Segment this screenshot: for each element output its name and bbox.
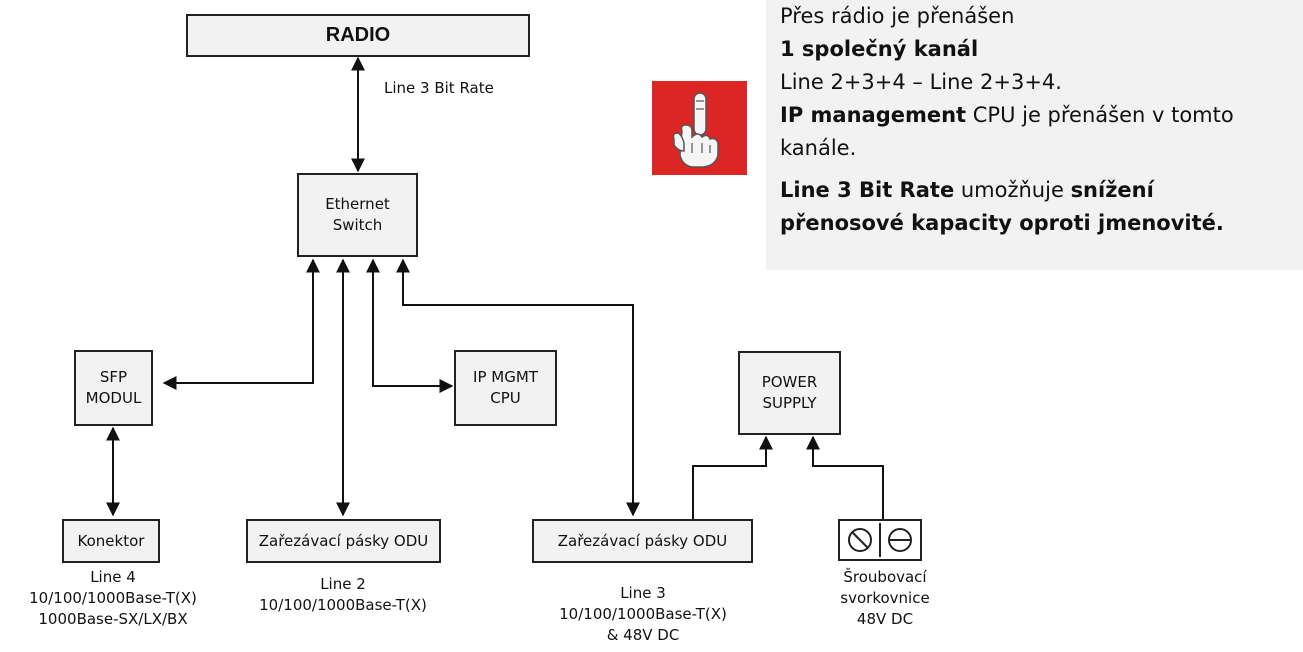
note-line-7: přenosové kapacity oproti jmenovité. [780,211,1224,235]
note-line-4: IP management CPU je přenášen v tomto [780,99,1303,132]
line3-caption: Line 3 10/100/1000Base-T(X) & 48V DC [530,583,756,646]
note-line-3: Line 2+3+4 – Line 2+3+4. [780,70,1062,94]
switch-ipmgmt-link [366,258,454,393]
note-line-6: Line 3 Bit Rate umožňuje snížení [780,174,1303,207]
line2-caption-1: Line 2 [320,575,366,593]
line4-caption-2: 10/100/1000Base-T(X) [29,589,197,607]
radio-box: RADIO [186,14,530,57]
line3-caption-1: Line 3 [620,584,666,602]
line4-caption-3: 1000Base-SX/LX/BX [38,610,188,628]
line2-caption: Line 2 10/100/1000Base-T(X) [240,574,446,616]
screw-terminal-icon [838,519,922,561]
power-label-line2: SUPPLY [762,394,817,412]
line3-caption-3: & 48V DC [606,626,680,644]
konektor-label: Konektor [77,531,145,550]
odu3-power-link [692,435,773,521]
odu-line3-label: Zařezávací pásky ODU [557,531,728,550]
note-line-4-rest: CPU je přenášen v tomto [966,103,1234,127]
ethernet-switch-box: Ethernet Switch [297,173,418,257]
sfp-module-box: SFP MODUL [74,350,153,426]
note-snizeni: snížení [1070,178,1154,202]
terminal-caption-2: svorkovnice [840,589,930,607]
note-line-6-rest: umožňuje [954,178,1071,202]
line2-caption-2: 10/100/1000Base-T(X) [259,596,427,614]
line4-caption-1: Line 4 [90,568,136,586]
note-line-5: kanále. [780,136,857,160]
switch-label-line2: Switch [332,216,383,234]
note-ip-management: IP management [780,103,967,127]
pointing-finger-icon [652,81,747,175]
radio-label: RADIO [325,24,391,46]
terminal-caption-3: 48V DC [856,610,914,628]
ipmgmt-label-line1: IP MGMT [473,368,538,386]
odu-line2-box: Zařezávací pásky ODU [246,519,441,563]
odu-line2-label: Zařezávací pásky ODU [258,531,429,550]
sfp-label-line1: SFP [99,368,128,386]
note-line-2: 1 společný kanál [780,37,979,61]
odu-line3-box: Zařezávací pásky ODU [532,519,753,563]
line3-bitrate-label: Line 3 Bit Rate [384,79,494,97]
terminal-caption: Šroubovací svorkovnice 48V DC [815,567,955,630]
info-note-panel: Přes rádio je přenášen 1 společný kanál … [766,0,1303,270]
power-label-line1: POWER [761,373,818,391]
line3-caption-2: 10/100/1000Base-T(X) [559,605,727,623]
power-supply-box: POWER SUPPLY [738,351,841,435]
switch-odu-line3-link [396,258,640,517]
line4-caption: Line 4 10/100/1000Base-T(X) 1000Base-SX/… [0,567,226,630]
sfp-label-line2: MODUL [85,389,142,407]
note-line3-bitrate: Line 3 Bit Rate [780,178,955,202]
switch-label-line1: Ethernet [325,195,390,213]
konektor-box: Konektor [62,519,160,563]
switch-sfp-link [162,258,320,390]
ipmgmt-label-line2: CPU [490,389,521,407]
note-line-1: Přes rádio je přenášen [780,4,1015,28]
terminal-caption-1: Šroubovací [843,568,927,586]
ip-mgmt-cpu-box: IP MGMT CPU [454,350,557,426]
terminal-power-link [806,435,884,519]
